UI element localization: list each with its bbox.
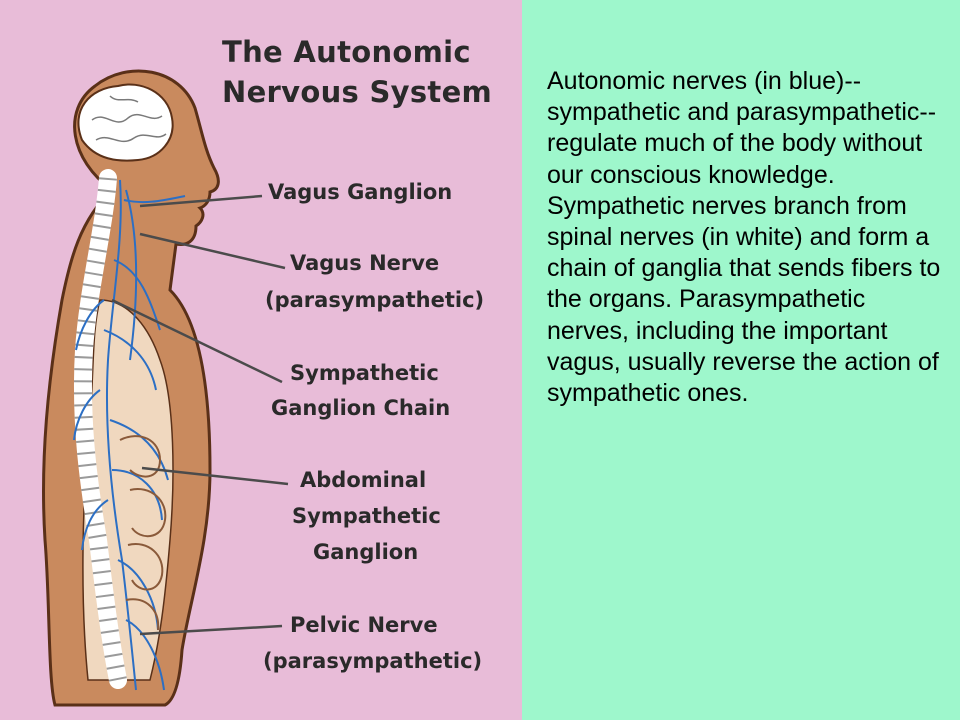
diagram-title-line-1: The Autonomic — [222, 35, 471, 69]
label-sympathetic-chain-1: Sympathetic — [290, 361, 439, 385]
label-sympathetic-chain-2: Ganglion Chain — [271, 396, 451, 420]
label-pointers — [111, 194, 289, 636]
label-abdominal-3: Ganglion — [313, 540, 419, 564]
brain — [77, 83, 174, 162]
nervous-system-illustration — [42, 69, 289, 707]
label-pelvic-nerve-type: (parasympathetic) — [263, 649, 483, 673]
label-vagus-nerve-type: (parasympathetic) — [265, 288, 485, 312]
label-pelvic-nerve: Pelvic Nerve — [290, 613, 438, 637]
label-abdominal-1: Abdominal — [300, 468, 427, 492]
label-vagus-ganglion: Vagus Ganglion — [268, 180, 453, 204]
label-abdominal-2: Sympathetic — [292, 504, 441, 528]
spinal-column — [73, 169, 127, 689]
label-vagus-nerve: Vagus Nerve — [290, 251, 440, 275]
diagram-title-line-2: Nervous System — [222, 75, 493, 109]
description-panel — [522, 0, 960, 720]
description-text: Autonomic nerves (in blue)--sympathetic … — [547, 67, 941, 408]
brain-folds — [91, 95, 167, 143]
intestines — [119, 435, 167, 631]
